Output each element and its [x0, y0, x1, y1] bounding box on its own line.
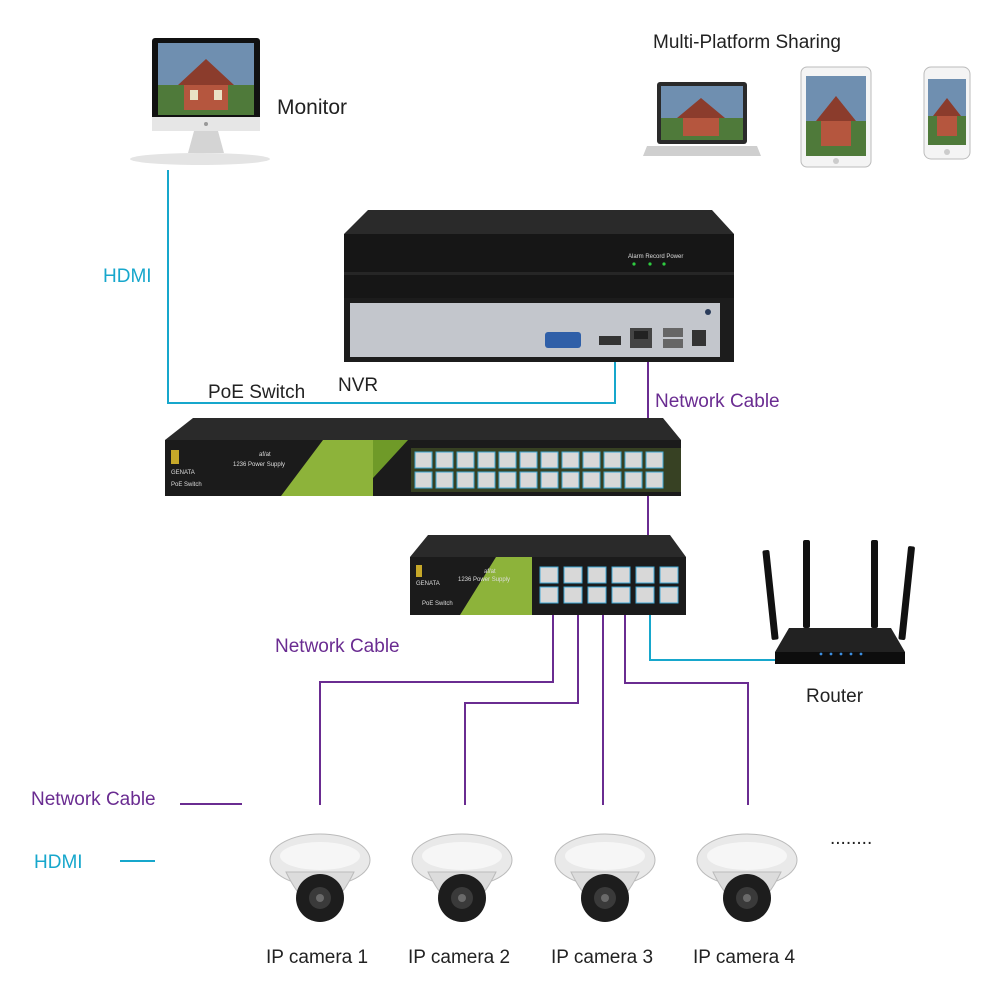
router-label: Router [806, 686, 864, 707]
legend-network-cable: Network Cable [31, 789, 156, 810]
router-icon [762, 540, 915, 664]
rj45-port [624, 471, 643, 489]
big-switch-spec-bottom: 1236 Power Supply [233, 462, 285, 468]
router-cable-line [649, 605, 790, 661]
big-switch-brand: GENATA [171, 470, 195, 476]
nvr-label: NVR [338, 375, 379, 396]
dome-camera-icon [696, 833, 798, 922]
nvr-device: Alarm Record Power [344, 210, 734, 362]
rj45-port [659, 586, 679, 604]
rj45-port [498, 451, 517, 469]
small-switch-model: PoE Switch [422, 601, 453, 607]
rj45-port [635, 566, 655, 584]
rj45-port [582, 451, 601, 469]
big-switch-ports [414, 451, 664, 489]
rj45-port [611, 566, 631, 584]
rj45-port [539, 586, 559, 604]
ip-camera-label: IP camera 4 [693, 947, 796, 968]
hdmi-label: HDMI [103, 266, 152, 287]
rj45-port [645, 471, 664, 489]
small-switch-spec-bottom: 1236 Power Supply [458, 577, 510, 583]
rj45-port [498, 471, 517, 489]
rj45-port [603, 451, 622, 469]
rj45-port [563, 566, 583, 584]
rj45-port [563, 586, 583, 604]
rj45-port [587, 566, 607, 584]
network-cable-label-top: Network Cable [655, 391, 780, 412]
poe-switch-small: GENATA PoE Switch af/at 1236 Power Suppl… [410, 535, 686, 615]
laptop-icon [643, 82, 761, 156]
multi-platform-label: Multi-Platform Sharing [653, 32, 841, 53]
more-cameras-ellipsis: ........ [830, 828, 873, 849]
dome-camera-icon [269, 833, 371, 922]
rj45-port [519, 471, 538, 489]
rj45-port [540, 471, 559, 489]
rj45-port [477, 451, 496, 469]
rj45-port [587, 586, 607, 604]
ip-camera-3: IP camera 3 [551, 830, 657, 968]
rj45-port [603, 471, 622, 489]
rj45-port [659, 566, 679, 584]
rj45-port [435, 451, 454, 469]
monitor-icon [130, 38, 270, 165]
rj45-port [645, 451, 664, 469]
rj45-port [435, 471, 454, 489]
big-switch-spec-top: af/at [259, 452, 271, 458]
rj45-port [456, 471, 475, 489]
small-switch-spec-top: af/at [484, 569, 496, 575]
rj45-port [624, 451, 643, 469]
rj45-port [414, 451, 433, 469]
rj45-port [414, 471, 433, 489]
ip-camera-label: IP camera 2 [408, 947, 511, 968]
camera4-cable-line [624, 605, 749, 805]
rj45-port [635, 586, 655, 604]
phone-icon [923, 66, 971, 160]
camera1-cable-line [319, 605, 554, 805]
ip-camera-4: IP camera 4 [693, 830, 799, 968]
rj45-port [519, 451, 538, 469]
small-switch-ports [539, 566, 679, 604]
rj45-port [561, 451, 580, 469]
rj45-port [456, 451, 475, 469]
tablet-icon [800, 66, 872, 168]
rj45-port [611, 586, 631, 604]
ip-camera-label: IP camera 3 [551, 947, 654, 968]
network-cable-label-mid: Network Cable [275, 636, 400, 657]
hdmi-cable-line [167, 170, 616, 404]
small-switch-brand: GENATA [416, 581, 440, 587]
ip-camera-1: IP camera 1 [266, 830, 372, 968]
ip-camera-2: IP camera 2 [408, 830, 514, 968]
monitor-label: Monitor [277, 96, 348, 119]
poe-switch-label: PoE Switch [208, 382, 306, 403]
legend-hdmi: HDMI [34, 852, 83, 873]
ip-camera-label: IP camera 1 [266, 947, 369, 968]
rj45-port [561, 471, 580, 489]
camera2-cable-line [464, 605, 579, 805]
dome-camera-icon [554, 833, 656, 922]
dome-camera-icon [411, 833, 513, 922]
rj45-port [477, 471, 496, 489]
big-switch-model: PoE Switch [171, 482, 202, 488]
rj45-port [539, 566, 559, 584]
rj45-port [540, 451, 559, 469]
nvr-indicator-text: Alarm Record Power [628, 254, 683, 260]
rj45-port [582, 471, 601, 489]
poe-switch-large: GENATA PoE Switch af/at 1236 Power Suppl… [165, 418, 681, 496]
